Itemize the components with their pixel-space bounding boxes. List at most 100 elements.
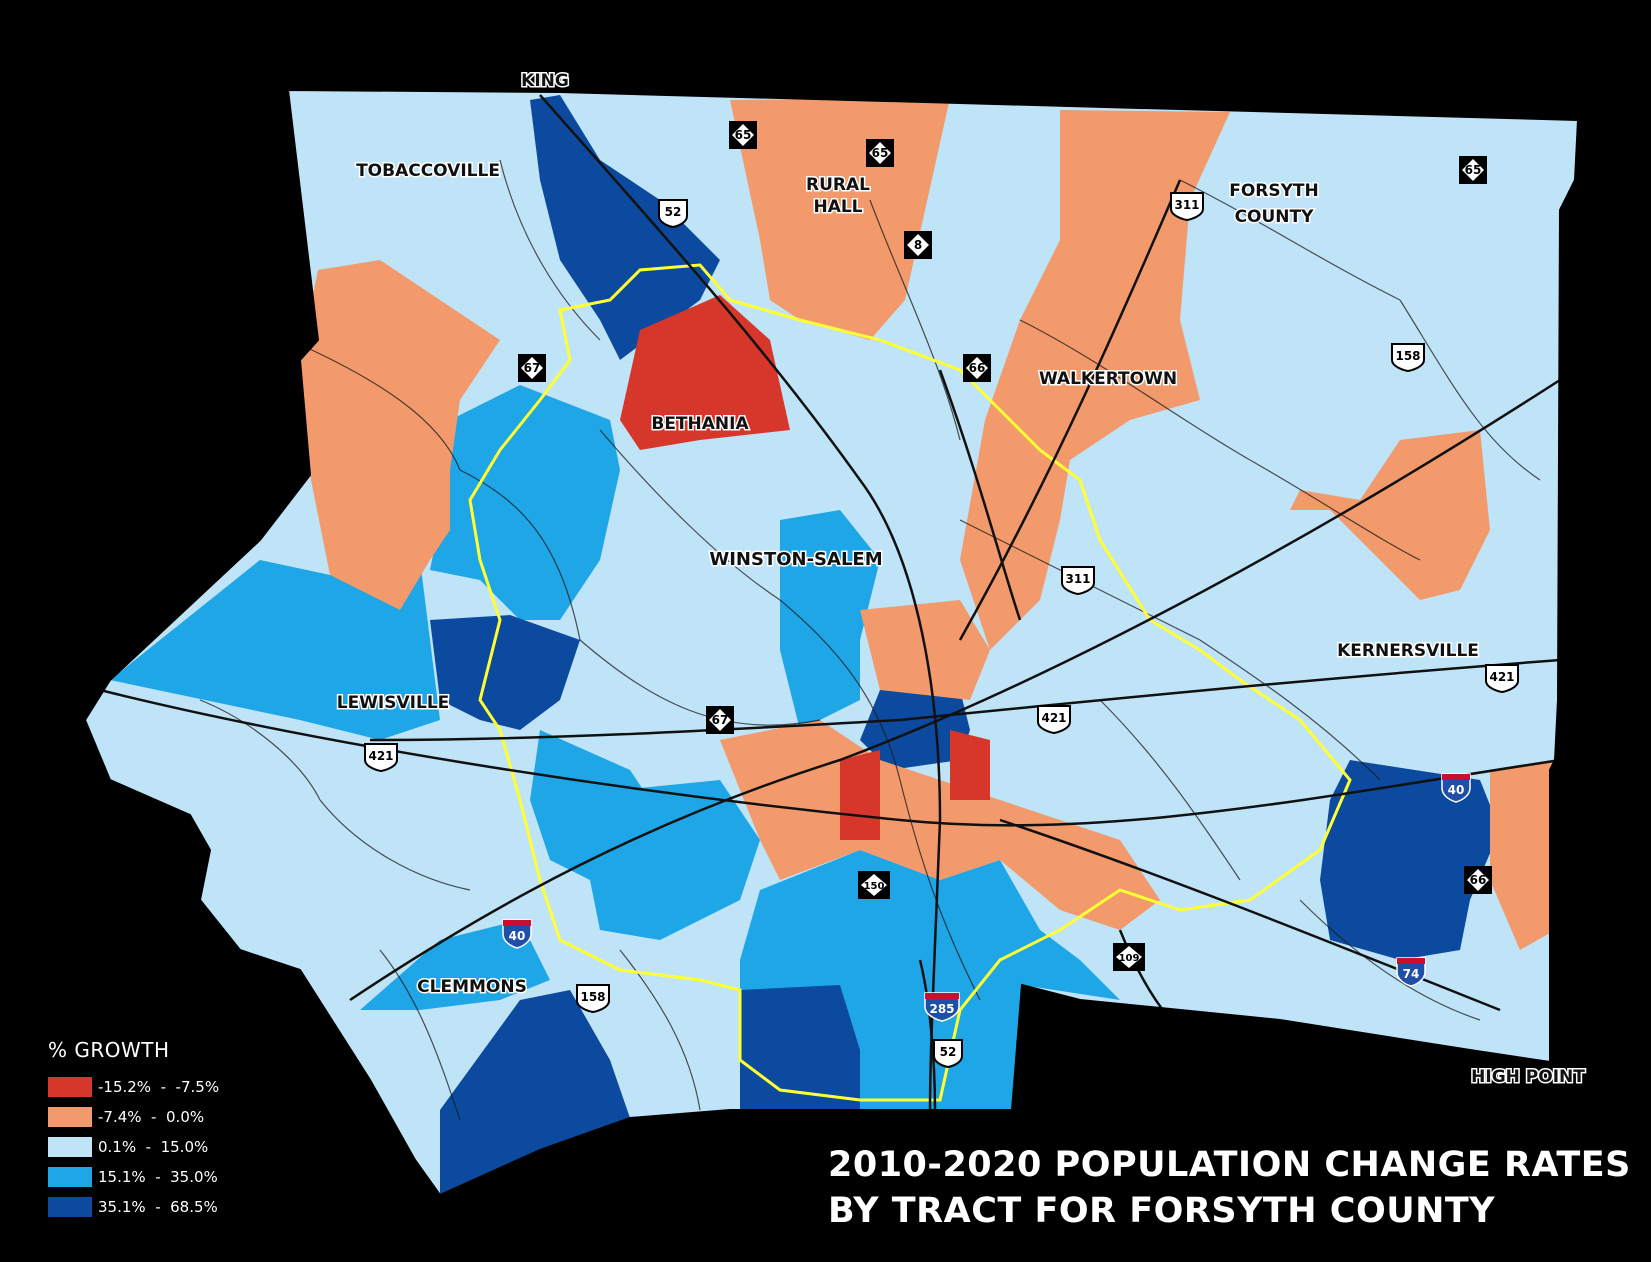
legend-items: -15.2% - -7.5% -7.4% - 0.0% 0.1% - 15.0% 15… [48, 1072, 219, 1222]
label-high-point: HIGH POINT [1471, 1067, 1585, 1087]
svg-text:285: 285 [929, 1002, 954, 1016]
legend-swatch [48, 1197, 92, 1217]
label-county: COUNTY [1235, 207, 1315, 227]
nc-shield-icon: 66 [1464, 866, 1492, 894]
county-boundary [83, 88, 1580, 1197]
tract-class-5 [740, 985, 860, 1110]
svg-text:158: 158 [580, 990, 605, 1004]
svg-text:311: 311 [1174, 198, 1199, 212]
svg-text:67: 67 [712, 713, 729, 727]
svg-text:66: 66 [1470, 873, 1487, 887]
interstate-shield-icon: 285 [924, 992, 960, 1022]
us-shield-icon: 52 [658, 199, 688, 229]
label-bethania: BETHANIA [651, 414, 749, 434]
place-labels: KING TOBACCOVILLE RURAL HALL FORSYTH COU… [335, 70, 1587, 1089]
svg-text:311: 311 [1065, 572, 1090, 586]
svg-text:150: 150 [864, 881, 885, 892]
tract-class-4 [780, 510, 880, 730]
us-shield-icon: 311 [1061, 566, 1095, 596]
legend: % GROWTH -15.2% - -7.5%-7.4% - 0.0%0.1% … [48, 1038, 219, 1222]
legend-label: 15.1% - 35.0% [98, 1168, 218, 1186]
legend-item: -7.4% - 0.0% [48, 1102, 219, 1132]
label-winston-salem: WINSTON-SALEM [709, 549, 882, 570]
svg-text:65: 65 [1465, 163, 1482, 177]
svg-text:158: 158 [1395, 349, 1420, 363]
road-us311 [958, 179, 1182, 641]
legend-swatch [48, 1167, 92, 1187]
nc-shield-icon: 66 [963, 354, 991, 382]
tract-class-2 [1490, 760, 1560, 950]
tract-class-5 [430, 615, 580, 730]
label-forsyth: FORSYTH [1229, 181, 1319, 201]
label-lewisville: LEWISVILLE [337, 693, 450, 713]
us-shield-icon: 421 [1485, 664, 1519, 694]
tract-class-5 [530, 95, 720, 360]
svg-text:8: 8 [914, 238, 922, 252]
svg-text:40: 40 [509, 929, 526, 943]
legend-item: 35.1% - 68.5% [48, 1192, 219, 1222]
tract-class-2 [1290, 430, 1490, 600]
tract-class-4 [430, 385, 620, 620]
us-shield-icon: 158 [576, 984, 610, 1014]
winston-salem-city-limits [468, 263, 1352, 1102]
us-shield-icon: 421 [364, 743, 398, 773]
road-i40 [99, 688, 1561, 827]
interstate-shield-icon: 40 [1441, 773, 1471, 803]
nc-shield-icon: 109 [1113, 943, 1145, 971]
road-us421 [369, 658, 1561, 742]
legend-swatch [48, 1137, 92, 1157]
label-kernersville: KERNERSVILLE [1337, 641, 1479, 661]
svg-text:421: 421 [1489, 670, 1514, 684]
legend-swatch [48, 1107, 92, 1127]
tract-class-4 [110, 560, 440, 740]
road-us158 [349, 378, 1561, 1002]
label-tobaccoville: TOBACCOVILLE [356, 161, 500, 181]
svg-text:52: 52 [940, 1045, 957, 1059]
svg-text:65: 65 [735, 128, 752, 142]
tract-class-5 [440, 990, 630, 1195]
map-title: 2010-2020 POPULATION CHANGE RATES BY TRA… [828, 1142, 1631, 1234]
svg-text:52: 52 [665, 205, 682, 219]
nc-shield-icon: 67 [518, 354, 546, 382]
nc-shield-icon: 65 [1459, 156, 1487, 184]
road-us52 [539, 94, 942, 1111]
legend-swatch [48, 1077, 92, 1097]
road-nc66 [938, 369, 1022, 621]
svg-text:40: 40 [1448, 783, 1465, 797]
label-hall: HALL [813, 197, 862, 217]
interstate-shield-icon: 40 [502, 919, 532, 949]
label-walkertown: WALKERTOWN [1039, 369, 1177, 389]
tract-class-1 [840, 750, 880, 840]
nc-shield-icon: 8 [904, 231, 932, 259]
svg-text:66: 66 [969, 361, 986, 375]
legend-label: 0.1% - 15.0% [98, 1138, 209, 1156]
road-i285 [918, 959, 937, 1111]
legend-item: 0.1% - 15.0% [48, 1132, 219, 1162]
svg-text:421: 421 [1041, 711, 1066, 725]
nc-shield-icon: 65 [866, 139, 894, 167]
us-shield-icon: 421 [1037, 705, 1071, 735]
nc-shield-icon: 150 [858, 871, 890, 899]
tract-class-4 [590, 780, 760, 940]
title-line-2: BY TRACT FOR FORSYTH COUNTY [828, 1191, 1496, 1231]
svg-text:65: 65 [872, 146, 889, 160]
us-shield-icon: 158 [1391, 343, 1425, 373]
tract-class-1 [950, 730, 990, 800]
us-shield-icon: 52 [933, 1039, 963, 1069]
nc-shield-icon: 65 [729, 121, 757, 149]
legend-label: -7.4% - 0.0% [98, 1108, 205, 1126]
label-rural: RURAL [806, 175, 870, 195]
tract-class-2 [300, 260, 500, 610]
title-line-1: 2010-2020 POPULATION CHANGE RATES [828, 1145, 1631, 1185]
svg-text:74: 74 [1403, 967, 1420, 981]
tract-class-5 [1320, 760, 1500, 960]
legend-item: -15.2% - -7.5% [48, 1072, 219, 1102]
us-shield-icon: 311 [1170, 192, 1204, 222]
tract-class-4 [360, 920, 550, 1010]
legend-label: 35.1% - 68.5% [98, 1198, 218, 1216]
legend-label: -15.2% - -7.5% [98, 1078, 220, 1096]
label-clemmons: CLEMMONS [417, 977, 527, 997]
label-king: KING [521, 71, 569, 91]
